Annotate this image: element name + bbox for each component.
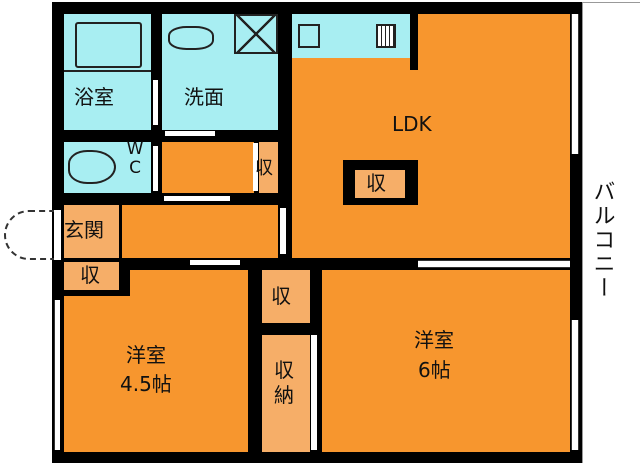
bedroom-large	[322, 270, 570, 452]
balcony-window	[571, 320, 579, 450]
hall-area	[162, 142, 254, 193]
fridge-icon	[376, 24, 396, 48]
entrance-storage-label: 収	[80, 263, 100, 287]
bedroom-small-window	[54, 300, 60, 450]
sink-icon	[168, 26, 214, 50]
bedroom-storage	[262, 270, 310, 323]
entrance-door-swing	[4, 210, 54, 260]
washroom-door[interactable]	[165, 131, 215, 136]
corridor	[122, 205, 278, 258]
bedroom-small-name: 洋室	[126, 343, 166, 367]
hall-storage-label: 収	[255, 158, 273, 179]
closet-door[interactable]	[311, 335, 317, 450]
ldk-door[interactable]	[280, 208, 286, 254]
bedroom-storage-label: 収	[271, 284, 291, 308]
entrance[interactable]	[64, 205, 119, 258]
entrance-label: 玄関	[64, 218, 104, 242]
entrance-door[interactable]	[54, 210, 61, 260]
balcony	[582, 2, 640, 463]
ldk-storage	[355, 170, 405, 198]
kitchen-wall	[410, 14, 418, 70]
bath-room	[64, 14, 151, 130]
wc-label: WC	[126, 139, 144, 178]
ldk-label: LDK	[392, 112, 432, 136]
ldk-window	[571, 14, 579, 154]
bathtub-icon	[75, 22, 142, 68]
bath-divider	[64, 70, 151, 72]
washing-machine-icon	[234, 14, 278, 54]
window	[418, 260, 570, 268]
closet-label: 収納	[274, 358, 294, 407]
bath-label: 浴室	[74, 85, 114, 109]
hall-storage	[259, 142, 278, 193]
hall-door[interactable]	[164, 196, 230, 201]
stove-icon	[298, 24, 320, 48]
bedroom-small-door[interactable]	[190, 260, 240, 265]
balcony-label: バルコニー	[589, 180, 615, 300]
bedroom-small-size: 4.5帖	[120, 372, 172, 396]
bath-door[interactable]	[153, 80, 158, 125]
washroom-label: 洗面	[184, 85, 224, 109]
closet	[262, 335, 310, 452]
bedroom-small	[64, 296, 248, 452]
bedroom-large-name: 洋室	[414, 328, 454, 352]
hall-storage-door[interactable]	[253, 143, 258, 191]
entrance-storage	[64, 262, 119, 290]
wc-door[interactable]	[153, 146, 158, 191]
toilet-icon	[68, 150, 116, 184]
bedroom-small-upper	[130, 270, 248, 300]
ldk-storage-label: 収	[366, 171, 386, 195]
bedroom-large-size: 6帖	[418, 358, 451, 382]
